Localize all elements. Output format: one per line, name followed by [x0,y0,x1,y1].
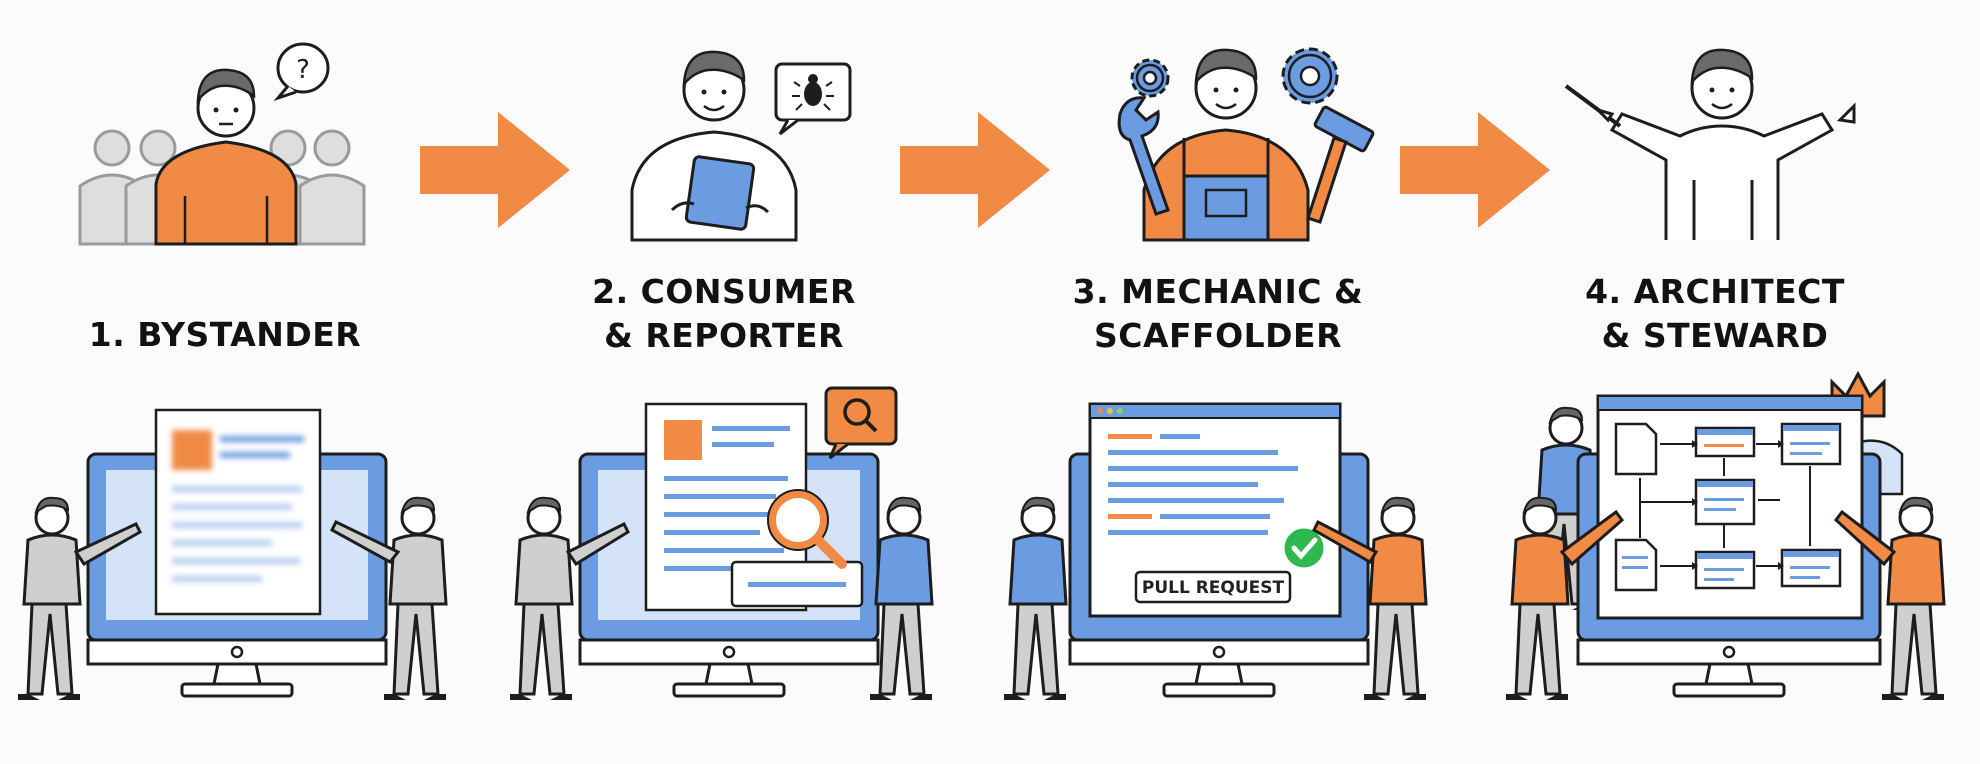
stage-2-title-line-2: & REPORTER [604,316,844,355]
stage-2-title-line-1: 2. CONSUMER [592,272,856,311]
stage-1-title: 1. BYSTANDER [5,313,445,357]
stage-4-monitor [1504,370,1946,702]
stage-3-presenter-left [1002,496,1068,702]
arrow-1-to-2 [420,112,570,228]
stage-1-title-line-1: 1. BYSTANDER [88,315,362,354]
search-bubble-icon [824,386,898,460]
stage-3-title: 3. MECHANIC & SCAFFOLDER [998,270,1438,358]
arrow-2-to-3 [900,112,1050,228]
wrench-icon [1117,96,1170,216]
document-icon [1614,422,1658,476]
stage-4-architect-figure [1564,48,1856,240]
pull-request-label: PULL REQUEST [1142,578,1285,598]
check-icon [1281,525,1327,571]
stage-1-bystander-figure: ? [78,42,366,246]
stage-2-presenter-left [508,496,574,702]
pointer-stick-icon [1564,84,1622,128]
stage-4-title: 4. ARCHITECT & STEWARD [1495,270,1935,358]
stage-2-monitor [508,386,934,702]
magnifier-icon [767,489,847,569]
stage-4-presenter-right [1880,496,1946,702]
stage-1-monitor [16,408,448,702]
stage-3-title-line-2: SCAFFOLDER [1093,316,1343,355]
stage-2-consumer-figure [630,50,852,242]
gear-icon-left [1130,58,1170,98]
stage-1-presenter-right [382,496,448,702]
arrow-3-to-4 [1400,112,1550,228]
stage-3-presenter-right [1362,496,1428,702]
hammer-icon [1306,105,1375,224]
pull-request-button [1134,570,1292,604]
stage-3-mechanic-figure [1117,47,1375,242]
stage-3-title-line-1: 3. MECHANIC & [1072,272,1364,311]
stage-2-title: 2. CONSUMER & REPORTER [504,270,944,358]
stage-4-title-line-2: & STEWARD [1601,316,1829,355]
stage-1-presenter-left [16,496,82,702]
question-bubble-icon: ? [273,42,330,102]
stage-3-monitor: PULL REQUEST [1002,402,1428,702]
bug-bubble-icon [774,62,852,136]
gear-icon-right [1281,47,1339,105]
question-mark-glyph: ? [296,55,310,85]
stage-4-title-line-1: 4. ARCHITECT [1585,272,1845,311]
